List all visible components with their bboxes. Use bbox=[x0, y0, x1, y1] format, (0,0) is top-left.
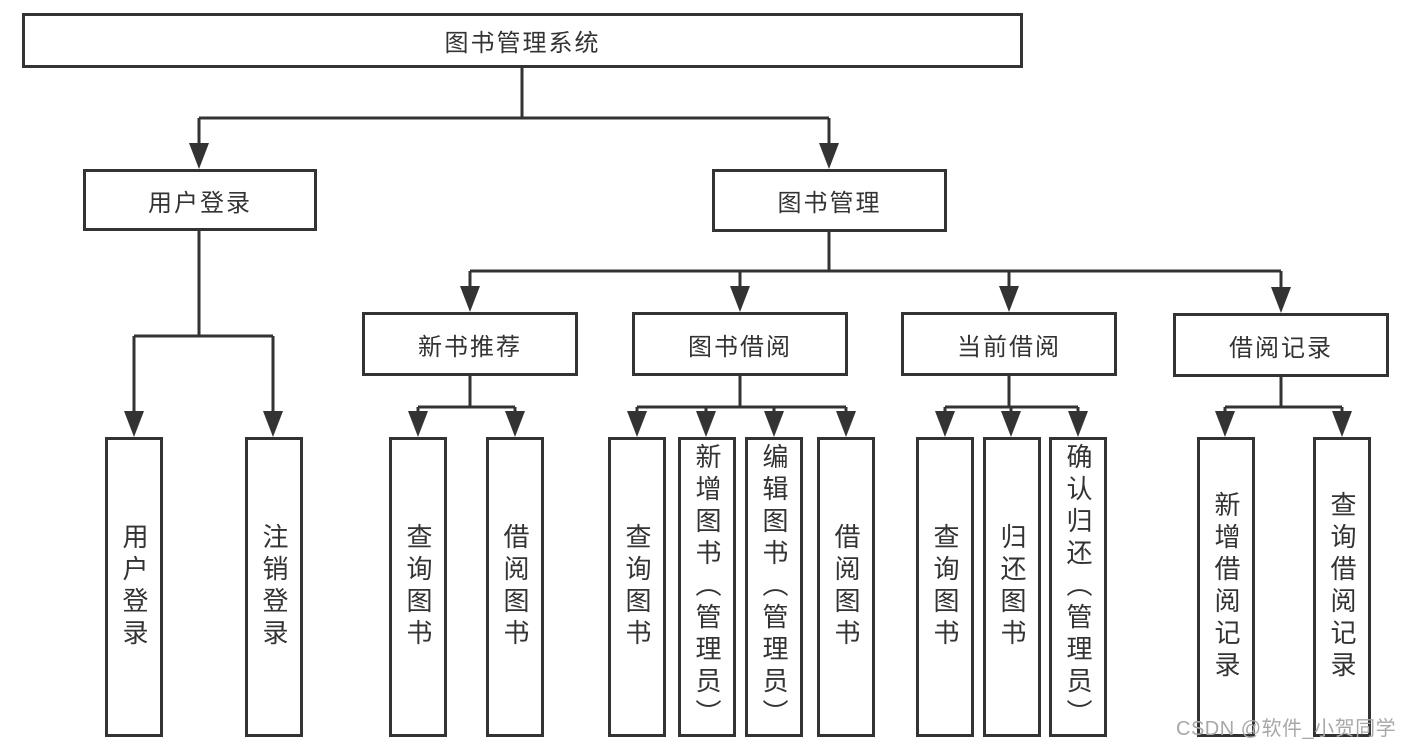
leaf-confirm-return-admin: 确认归还（管理员） bbox=[1049, 437, 1107, 737]
leaf-edit-book-admin: 编辑图书（管理员） bbox=[745, 437, 803, 737]
node-borrow-records: 借阅记录 bbox=[1173, 313, 1389, 377]
leaf-logout: 注销登录 bbox=[245, 437, 303, 737]
leaf-borrow-books-2: 借阅图书 bbox=[817, 437, 875, 737]
leaf-add-borrow-record: 新增借阅记录 bbox=[1197, 437, 1255, 737]
leaf-user-login: 用户登录 bbox=[105, 437, 163, 737]
csdn-watermark: CSDN @软件_小贺同学 bbox=[1176, 718, 1397, 740]
leaf-borrow-books-1: 借阅图书 bbox=[486, 437, 544, 737]
node-book-borrow: 图书借阅 bbox=[632, 312, 848, 376]
node-user-login: 用户登录 bbox=[83, 169, 317, 231]
node-book-management: 图书管理 bbox=[712, 169, 947, 232]
leaf-return-book: 归还图书 bbox=[983, 437, 1041, 737]
node-current-borrow: 当前借阅 bbox=[901, 312, 1117, 376]
leaf-add-book-admin: 新增图书（管理员） bbox=[678, 437, 736, 737]
leaf-query-borrow-record: 查询借阅记录 bbox=[1313, 437, 1371, 737]
node-new-book-recommend: 新书推荐 bbox=[362, 312, 578, 376]
leaf-query-books-2: 查询图书 bbox=[608, 437, 666, 737]
arrowheads bbox=[124, 143, 1352, 437]
leaf-query-books-3: 查询图书 bbox=[916, 437, 974, 737]
node-root: 图书管理系统 bbox=[22, 13, 1023, 68]
leaf-query-books-1: 查询图书 bbox=[389, 437, 447, 737]
